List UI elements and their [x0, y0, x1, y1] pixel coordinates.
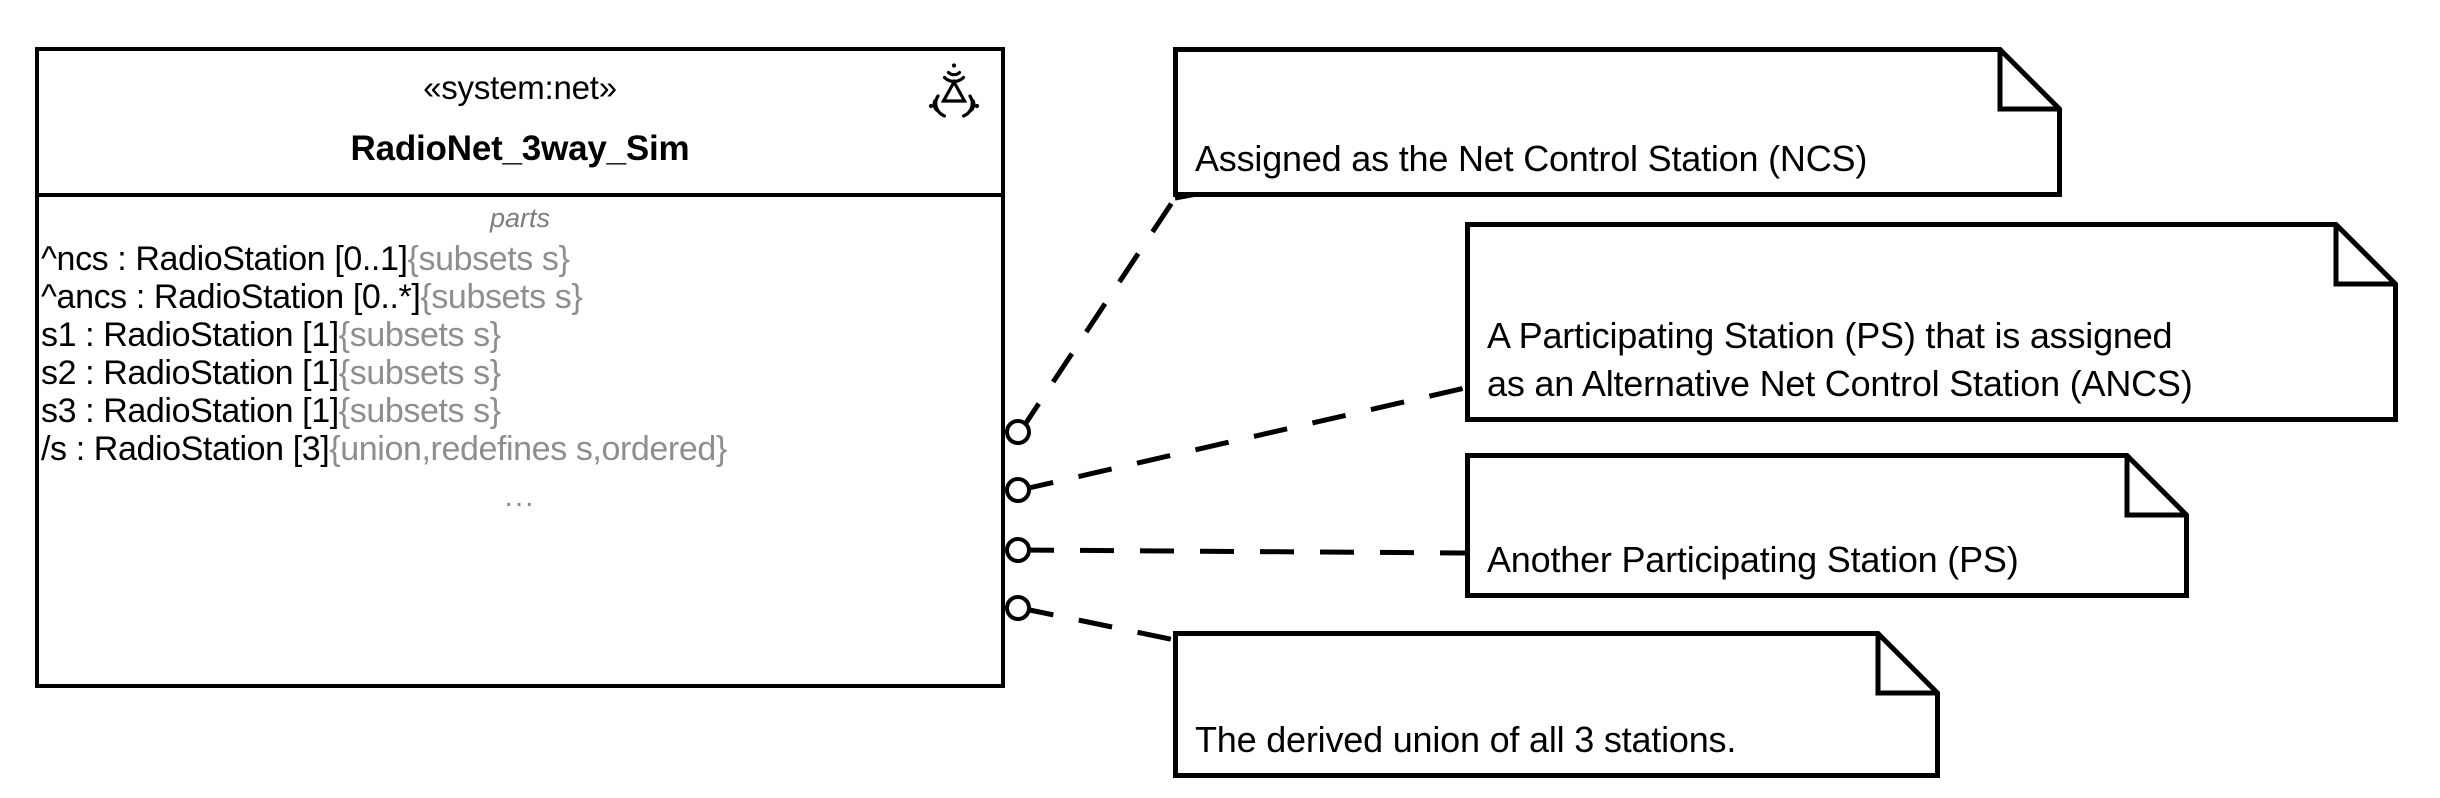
leader-line-ps	[1019, 547, 1466, 556]
part-constraint: {subsets s}	[338, 316, 501, 355]
part-row-s3[interactable]: s3 : RadioStation [1]{subsets s}	[41, 392, 1001, 430]
parts-list: ^ncs : RadioStation [0..1]{subsets s} ^a…	[39, 240, 1001, 468]
note-union[interactable]: The derived union of all 3 stations.	[1173, 631, 1940, 778]
part-row-ncs[interactable]: ^ncs : RadioStation [0..1]{subsets s}	[41, 240, 1001, 278]
note-shape	[1465, 453, 2189, 598]
block-name: RadioNet_3way_Sim	[350, 129, 690, 168]
note-ancs-text: A Participating Station (PS) that is ass…	[1487, 312, 2382, 408]
leader-line-ancs	[1019, 385, 1466, 493]
note-line: Another Participating Station (PS)	[1487, 539, 2019, 581]
part-declaration: s2 : RadioStation [1]	[41, 354, 339, 393]
note-shape	[1465, 222, 2398, 422]
note-line: Assigned as the Net Control Station (NCS…	[1195, 138, 1868, 180]
ncs-port[interactable]	[1005, 419, 1031, 445]
part-row-s1[interactable]: s1 : RadioStation [1]{subsets s}	[41, 316, 1001, 354]
part-declaration: /s : RadioStation [3]	[41, 430, 330, 469]
block-stereotype: «system:net»	[423, 69, 617, 106]
part-row-ancs[interactable]: ^ancs : RadioStation [0..*]{subsets s}	[41, 278, 1001, 316]
s1-s2-s3-port[interactable]	[1005, 537, 1031, 563]
part-constraint: {subsets s}	[407, 240, 570, 278]
leader-line-ncs	[1017, 196, 1178, 434]
part-declaration: s3 : RadioStation [1]	[41, 392, 339, 431]
note-union-text: The derived union of all 3 stations.	[1195, 716, 1924, 764]
parts-compartment: parts ^ncs : RadioStation [0..1]{subsets…	[39, 197, 1001, 512]
note-line: as an Alternative Net Control Station (A…	[1487, 363, 2193, 405]
part-row-s2[interactable]: s2 : RadioStation [1]{subsets s}	[41, 354, 1001, 392]
block-radionet-3way-sim[interactable]: «system:net» RadioNet_3way_Sim	[35, 47, 1005, 688]
s-union-port[interactable]	[1005, 595, 1031, 621]
parts-compartment-ellipsis: ...	[504, 480, 536, 514]
part-declaration: s1 : RadioStation [1]	[41, 316, 339, 355]
note-line: A Participating Station (PS) that is ass…	[1487, 315, 2173, 357]
part-constraint: {union,redefines s,ordered}	[329, 430, 727, 469]
part-declaration: ^ncs : RadioStation [0..1]	[41, 240, 408, 278]
radio-network-icon	[928, 63, 980, 118]
note-line: The derived union of all 3 stations.	[1195, 719, 1737, 761]
part-constraint: {subsets s}	[338, 354, 501, 393]
part-row-s-union[interactable]: /s : RadioStation [3]{union,redefines s,…	[41, 430, 1001, 468]
note-shape	[1173, 631, 1940, 778]
part-declaration: ^ancs : RadioStation [0..*]	[41, 278, 421, 317]
part-constraint: {subsets s}	[338, 392, 501, 431]
leader-line-union	[1019, 605, 1176, 643]
note-ancs[interactable]: A Participating Station (PS) that is ass…	[1465, 222, 2398, 422]
block-header: «system:net» RadioNet_3way_Sim	[39, 51, 1001, 197]
parts-compartment-label: parts	[489, 203, 551, 233]
ancs-port[interactable]	[1005, 477, 1031, 503]
note-ncs-text: Assigned as the Net Control Station (NCS…	[1195, 135, 2046, 183]
part-constraint: {subsets s}	[420, 278, 583, 317]
note-ncs[interactable]: Assigned as the Net Control Station (NCS…	[1173, 47, 2062, 197]
note-ps-text: Another Participating Station (PS)	[1487, 536, 2173, 584]
note-ps[interactable]: Another Participating Station (PS)	[1465, 453, 2189, 598]
